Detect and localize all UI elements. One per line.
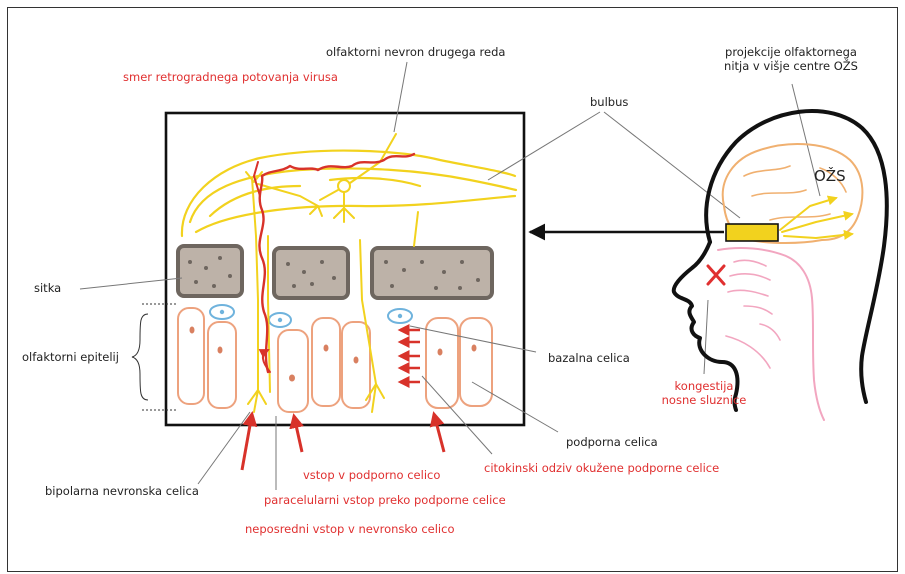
label-second-order-neuron: olfaktorni nevron drugega reda (326, 45, 505, 59)
label-congestion: kongestija nosne sluznice (656, 379, 752, 407)
label-bipolar-neuron: bipolarna nevronska celica (45, 484, 199, 498)
congestion-x-icon (708, 266, 724, 284)
cytokine-arrows (400, 330, 420, 382)
label-bulbus: bulbus (590, 95, 628, 109)
head-silhouette (674, 111, 887, 420)
label-cytokine-response: citokinski odziv okužene podporne celice (484, 461, 719, 475)
olfactory-bulb (182, 151, 516, 236)
bulb-highlight (726, 224, 778, 241)
epithelium-bounds (142, 304, 178, 410)
label-projections: projekcije olfaktornega nitja v višje ce… (716, 45, 866, 73)
label-supporting-cell: podporna celica (566, 435, 658, 449)
label-direct-entry: neposredni vstop v nevronsko celico (245, 522, 455, 536)
label-sitka: sitka (34, 281, 61, 295)
basal-cells (210, 305, 412, 327)
epithelium-brace (132, 314, 148, 400)
label-olfactory-epithelium: olfaktorni epitelij (22, 350, 119, 364)
label-cns: OŽS (814, 167, 846, 185)
label-paracellular-entry: paracelularni vstop preko podporne celic… (264, 493, 506, 507)
supporting-cells (178, 308, 492, 412)
label-basal-cell: bazalna celica (548, 351, 630, 365)
cribriform-plate (178, 246, 492, 298)
cell-nuclei (190, 327, 477, 382)
entry-arrows (242, 414, 444, 470)
label-retrograde-direction: smer retrogradnega potovanja virusa (123, 70, 338, 84)
label-entry-supporting: vstop v podporno celico (303, 468, 440, 482)
